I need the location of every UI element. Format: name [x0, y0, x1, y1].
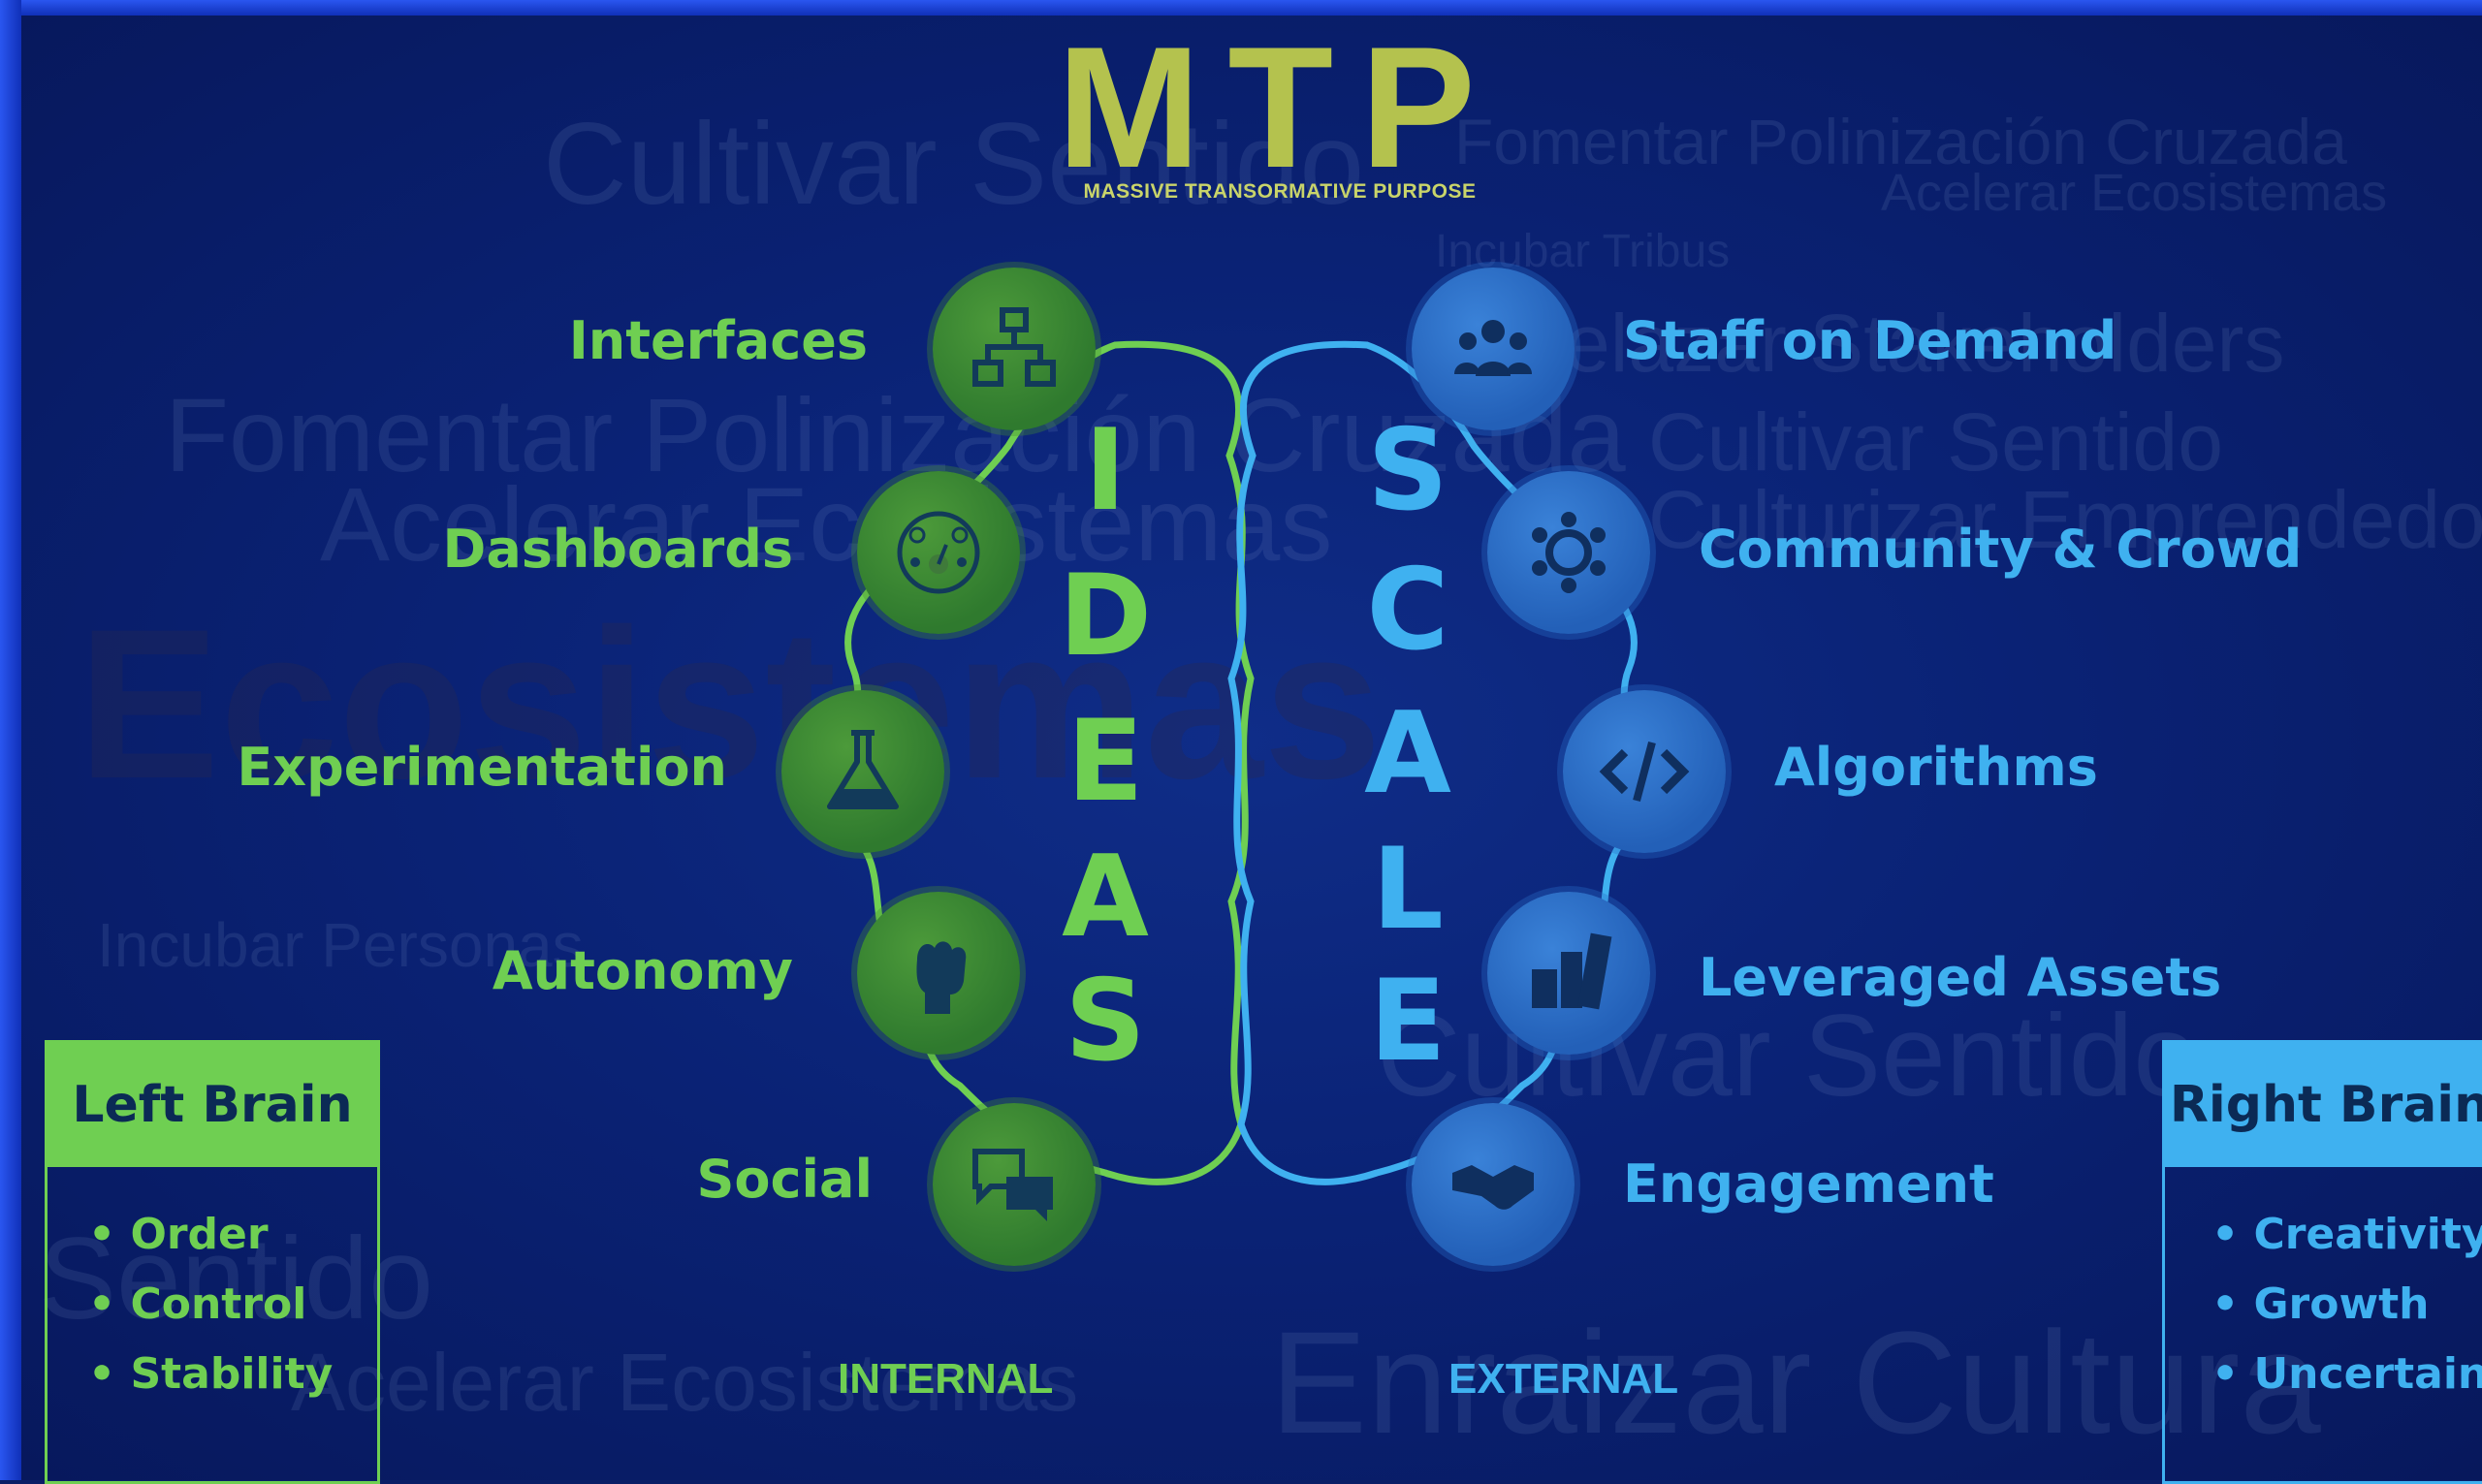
left-edge-strip [0, 0, 21, 1480]
label-autonomy: Autonomy [492, 940, 793, 1001]
label-staff-on-demand: Staff on Demand [1623, 310, 2117, 371]
label-interfaces: Interfaces [568, 310, 868, 371]
bg-word: Acelerar Ecosistemas [291, 1337, 1079, 1428]
bg-word: Cultivar Sentido [1648, 396, 2223, 488]
dashboard-gauges-icon [897, 511, 980, 594]
left-brain-list: • Order • Control • Stability [48, 1167, 377, 1409]
right-brain-box: Right Brain • Creativity • Growth • Unce… [2162, 1040, 2482, 1484]
scale-letter: C [1366, 545, 1449, 676]
ideas-letter: I [1084, 405, 1127, 536]
leveraged-assets-bubble [1487, 892, 1650, 1055]
engagement-bubble [1412, 1103, 1575, 1266]
scale-letter: E [1369, 956, 1447, 1087]
ideas-letter: S [1065, 956, 1146, 1087]
scale-letter: L [1372, 824, 1444, 955]
label-leveraged-assets: Leveraged Assets [1699, 947, 2222, 1008]
bg-word: Fomentar Polinización Cruzada [1454, 106, 2347, 177]
algorithms-bubble [1563, 690, 1726, 853]
people-group-icon [1454, 320, 1532, 376]
code-icon [1599, 741, 1690, 803]
rental-buildings-icon [1532, 932, 1612, 1010]
bg-word: Culturizar Emprendedores [1648, 474, 2482, 565]
label-community-crowd: Community & Crowd [1699, 519, 2303, 580]
community-crowd-bubble [1487, 471, 1650, 634]
label-dashboards: Dashboards [442, 519, 793, 580]
label-algorithms: Algorithms [1774, 737, 2098, 798]
flowchart-icon [972, 307, 1056, 387]
list-item: • Control [88, 1279, 307, 1329]
list-item: • Growth [2212, 1279, 2430, 1329]
staff-on-demand-bubble [1412, 268, 1575, 430]
right-brain-heading: Right Brain [2165, 1043, 2482, 1167]
bg-word: Acelerar Ecosistemas [320, 465, 1333, 583]
social-bubble [933, 1103, 1096, 1266]
left-brain-box: Left Brain • Order • Control • Stability [45, 1040, 380, 1484]
fist-icon [916, 941, 967, 1014]
external-label: EXTERNAL [1448, 1355, 1679, 1403]
experimentation-bubble [781, 690, 944, 853]
left-brain-heading: Left Brain [48, 1043, 377, 1167]
handshake-icon [1452, 1165, 1534, 1210]
label-engagement: Engagement [1623, 1153, 1994, 1215]
scale-letter: A [1364, 688, 1451, 819]
flask-icon [827, 730, 899, 809]
chat-bubbles-icon [972, 1149, 1053, 1221]
ideas-letter: D [1058, 551, 1153, 681]
label-experimentation: Experimentation [237, 737, 727, 798]
label-social: Social [696, 1149, 873, 1210]
bg-word: Incubar Personas [97, 910, 584, 980]
bg-word: Acelerar Ecosistemas [1881, 164, 2388, 222]
list-item: • Uncertainty [2212, 1349, 2482, 1399]
top-edge-strip [0, 0, 2482, 16]
mtp-title: MTP [1057, 11, 1503, 204]
bg-word: Sentido [39, 1214, 433, 1343]
right-brain-list: • Creativity • Growth • Uncertainty [2165, 1167, 2482, 1409]
list-item: • Stability [88, 1349, 334, 1399]
community-circle-icon [1532, 512, 1606, 593]
ideas-letter: A [1062, 832, 1149, 963]
list-item: • Order [88, 1210, 269, 1259]
bg-word: Ecosistemas [78, 584, 1383, 823]
autonomy-bubble [857, 892, 1020, 1055]
list-item: • Creativity [2212, 1210, 2482, 1259]
scale-letter: S [1367, 405, 1448, 536]
bg-word: Fomentar Polinización Cruzada [165, 376, 1626, 493]
mtp-subtitle: MASSIVE TRANSORMATIVE PURPOSE [1083, 180, 1477, 203]
bg-word: Cultivar Sentido [543, 99, 1365, 229]
dashboards-bubble [857, 471, 1020, 634]
bg-word: Enraizar Cultura [1270, 1301, 2321, 1464]
interfaces-bubble [933, 268, 1096, 430]
ideas-letter: E [1066, 696, 1144, 827]
internal-label: INTERNAL [838, 1355, 1054, 1403]
